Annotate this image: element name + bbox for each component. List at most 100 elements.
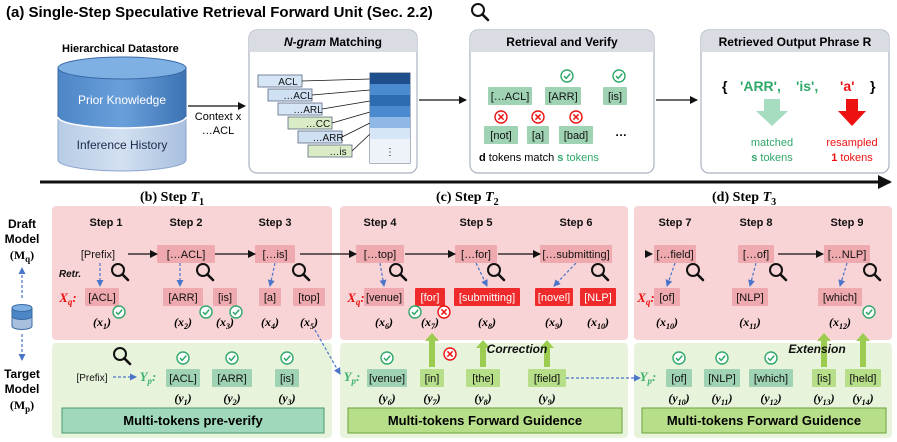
y-index-label-1: (y2) [223,391,240,407]
target-token-6-box [528,369,566,387]
target-layer: [Prefix]Yp:Yp:Yp:[ACL][ARR][is][venue][i… [76,333,881,407]
x5-to-target-dash [314,329,341,375]
target-token-2-label: [is] [280,373,294,385]
retrieval-caption: d tokens match s tokens [479,152,599,164]
draft-token-9-box [580,288,616,306]
draft-step-label-2: Step 2 [169,217,202,229]
output-brace-close: } [870,78,876,94]
footer-forward-3-label: Multi-tokens Forward Guidence [667,413,861,428]
draft-token-5-label: [venue] [366,292,402,304]
retrieval-dash-arrow-4 [475,262,488,287]
y-index-label-0: (y1) [174,391,191,407]
draft-token-11-label: [NLP] [736,292,764,304]
x-index-label-7: (x8) [478,315,496,331]
draft-context-1-box [157,245,215,263]
draft-step-label-1: Step 1 [89,217,122,229]
retrieval-dash-arrow-2 [267,262,276,287]
y-index-label-4: (y7) [423,391,440,407]
retrieval-good-token-1-box [545,87,581,105]
draft-token-11-box [732,288,768,306]
check-icon [176,351,190,365]
step-header-2: (c) Step T2 [436,190,499,208]
draft-step-label-9: Step 9 [830,217,863,229]
inference-history-label: Inference History [77,138,168,152]
resampled-label: resampled [826,137,877,149]
cross-icon [494,110,508,124]
target-token-2-box [275,369,299,387]
draft-token-12-label: [which] [823,292,857,304]
target-token-8-label: [NLP] [708,373,736,385]
target-prefix: [Prefix] [76,373,107,384]
guidance-arrow-the [476,340,490,367]
check-icon [764,351,778,365]
target-token-8-box [704,369,740,387]
ngram-entry-label-4: …ARR [312,133,343,144]
ngram-entry-label-3: …CC [306,119,330,130]
retrieval-good-token-2-label: [is] [608,91,622,103]
retrieval-bad-token-2-box [559,126,593,144]
target-token-9-box [749,369,793,387]
retrieval-dash-arrow-5 [553,262,577,287]
ngram-entry-label-0: ACL [278,77,298,88]
retrieval-bad-token-0-box [484,126,518,144]
draft-context-0: [Prefix] [81,249,115,261]
ngram-entry-label-2: …ARL [293,105,323,116]
matched-arrow-icon [756,99,788,126]
target-token-0-box [166,369,200,387]
draft-label-2: Model [5,232,40,246]
draft-token-5-box [364,288,404,306]
x-index-label-1: (x2) [174,315,192,331]
ngram-link-2 [321,100,371,110]
draft-token-3-label: [a] [264,292,276,304]
draft-context-6-box [654,245,696,263]
draft-model-symbol: (Mq) [10,248,34,264]
xq-label-2: Xq: [636,290,655,307]
target-token-6-label: [field] [534,373,560,385]
guidance-arrow-held [856,333,870,367]
retrieval-good-token-0-label: […ACL] [491,91,530,103]
x-index-label-4: (x5) [300,315,318,331]
context-label: Context x [195,111,242,123]
y-index-label-10: (y13) [813,391,834,407]
yp-label-1: Yp: [344,369,361,386]
target-token-10-label: [is] [817,373,831,385]
matched-label: matched [751,137,793,149]
draft-context-6-label: […field] [656,249,693,261]
datastore-title: Hierarchical Datastore [62,43,179,55]
retrieval-good-token-0-box [488,87,532,105]
target-token-0-label: [ACL] [169,373,197,385]
target-label-1: Target [4,367,40,381]
retr-label: Retr. [59,269,81,280]
ngram-link-0 [301,78,371,82]
target-token-9-label: [which] [754,373,788,385]
draft-step-label-6: Step 6 [559,217,592,229]
retrieval-dash-arrow-3 [379,262,387,287]
draft-context-7-label: […of] [743,249,769,261]
draft-token-0-box [85,288,119,306]
draft-token-1-box [163,288,203,306]
ngram-title: N-gram Matching [284,35,382,49]
x-index-label-6: (x7) [421,315,439,331]
resampled-arrow-icon [838,99,866,126]
datastore-cylinder-icon [57,56,187,172]
yp-label-0: Yp: [140,369,157,386]
ngram-stack: ACL…ACL…ARL…CC…ARR…is [257,74,371,158]
ngram-entry-label-1: …ACL [283,91,313,102]
ngram-link-5 [351,133,371,152]
retrieval-bad-token-0-label: [not] [490,130,511,142]
matched-tokens-label: s tokens [751,152,793,164]
x-index-label-2: (x3) [216,315,234,331]
figure-title: (a) Single-Step Speculative Retrieval Fo… [6,4,433,21]
x-index-label-12: (x12) [829,315,851,331]
draft-step-label-7: Step 7 [658,217,691,229]
ngram-link-4 [341,122,371,138]
check-icon [862,305,876,319]
target-token-3-label: [venue] [369,373,405,385]
check-icon [112,305,126,319]
draft-step-label-8: Step 8 [739,217,772,229]
y-index-label-7: (y10) [668,391,689,407]
draft-token-1-label: [ARR] [168,292,197,304]
draft-token-4-box [293,288,325,306]
draft-token-10-box [654,288,680,306]
draft-token-0-label: [ACL] [88,292,116,304]
